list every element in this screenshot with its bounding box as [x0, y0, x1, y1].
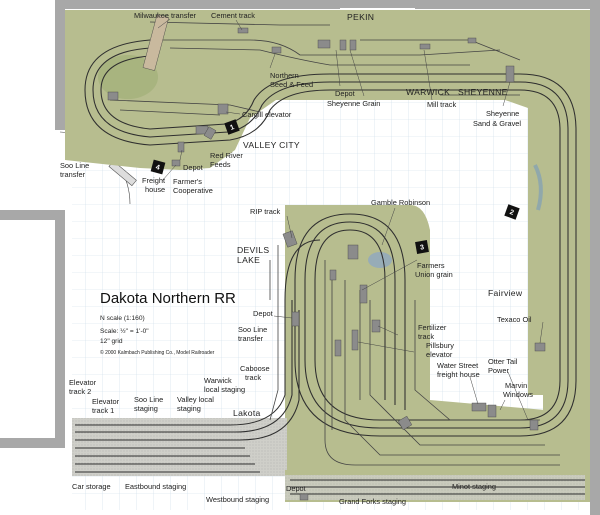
label-elevator2-2: track 2: [69, 387, 91, 396]
label-texaco: Texaco Oil: [497, 315, 532, 324]
town-devils-lake-2: LAKE: [237, 255, 260, 265]
label-sheyenne-grain: Sheyenne Grain: [327, 99, 380, 108]
label-farmers-coop-1: Farmer's: [173, 177, 202, 186]
grid-note: 12" grid: [100, 338, 123, 345]
buildings: [107, 14, 546, 501]
label-pillsbury-2: elevator: [426, 350, 453, 359]
label-farmers-union-1: Farmers: [417, 261, 445, 270]
label-farmers-coop-2: Cooperative: [173, 186, 213, 195]
label-fertilizer-1: Fertilizer: [418, 323, 447, 332]
label-warwick-local-2: local staging: [204, 385, 245, 394]
label-otter-tail-1: Otter Tail: [488, 357, 518, 366]
copyright: © 2000 Kalmbach Publishing Co., Model Ra…: [100, 349, 215, 356]
label-cargill: Cargill elevator: [242, 110, 292, 119]
label-elevator1-2: track 1: [92, 406, 114, 415]
label-cement-track: Cement track: [211, 11, 255, 20]
label-depot-warwick: Depot: [335, 89, 355, 98]
town-pekin: PEKIN: [347, 12, 374, 22]
label-mill-track: Mill track: [427, 100, 456, 109]
label-marvin-1: Marvin: [505, 381, 527, 390]
label-westbound: Westbound staging: [206, 495, 269, 504]
label-soo-transfer-top-2: transfer: [60, 170, 86, 179]
label-car-storage: Car storage: [72, 482, 111, 491]
label-elevator1-1: Elevator: [92, 397, 120, 406]
label-eastbound: Eastbound staging: [125, 482, 186, 491]
label-depot-devils: Depot: [253, 309, 273, 318]
scale-note: N scale (1:160): [100, 315, 145, 322]
label-farmers-union-2: Union grain: [415, 270, 453, 279]
town-valley-city: VALLEY CITY: [243, 140, 300, 150]
layout-title: Dakota Northern RR: [100, 290, 236, 307]
town-labels: PEKIN WARWICK SHEYENNE VALLEY CITY DEVIL…: [233, 12, 523, 418]
label-elevator2-1: Elevator: [69, 378, 97, 387]
svg-text:3: 3: [420, 244, 425, 252]
marker-1: 1: [224, 119, 240, 135]
leader-lines: [157, 18, 544, 421]
marker-2: 2: [504, 204, 520, 220]
label-soo-transfer-top-1: Soo Line: [60, 161, 89, 170]
label-northern-seed-2: Seed & Feed: [270, 80, 313, 89]
town-warwick: WARWICK: [406, 87, 450, 97]
label-soo-staging-2: staging: [134, 404, 158, 413]
label-minot: Minot staging: [452, 482, 496, 491]
town-fairview: Fairview: [488, 288, 523, 298]
main-line-tracks: [84, 21, 577, 437]
label-sheyenne-sand-2: Sand & Gravel: [473, 119, 521, 128]
feature-labels: Milwaukee transfer Cement track Northern…: [60, 11, 533, 506]
scale-ratio: Scale: ½" = 1'-0": [100, 327, 149, 335]
label-grand-forks: Grand Forks staging: [339, 497, 406, 506]
label-milwaukee-transfer: Milwaukee transfer: [134, 11, 197, 20]
label-freight-house-2: house: [145, 185, 165, 194]
town-sheyenne: SHEYENNE: [458, 87, 508, 97]
label-depot-valley: Depot: [183, 163, 203, 172]
label-red-river-2: Feeds: [210, 160, 231, 169]
label-northern-seed-1: Northern: [270, 71, 299, 80]
label-marvin-2: Windows: [503, 390, 533, 399]
svg-text:4: 4: [155, 164, 161, 172]
marker-3: 3: [415, 240, 429, 254]
town-devils-lake-1: DEVILS: [237, 245, 269, 255]
label-sheyenne-sand-1: Sheyenne: [486, 109, 519, 118]
marker-4: 4: [150, 159, 166, 175]
label-pillsbury-1: Pillsbury: [426, 341, 454, 350]
title-block: Dakota Northern RR N scale (1:160) Scale…: [100, 290, 236, 356]
label-water-street-1: Water Street: [437, 361, 478, 370]
label-otter-tail-2: Power: [488, 366, 509, 375]
label-soo-transfer-mid-2: transfer: [238, 334, 264, 343]
label-water-street-2: freight house: [437, 370, 480, 379]
label-warwick-local-1: Warwick: [204, 376, 232, 385]
label-freight-house-1: Freight: [142, 176, 165, 185]
town-lakota: Lakota: [233, 408, 261, 418]
svg-text:2: 2: [509, 209, 515, 217]
svg-text:1: 1: [229, 124, 235, 132]
label-red-river-1: Red River: [210, 151, 243, 160]
label-gamble-robinson: Gamble Robinson: [371, 198, 430, 207]
label-caboose-1: Caboose: [240, 364, 270, 373]
label-soo-transfer-mid-1: Soo Line: [238, 325, 267, 334]
view-markers: 1 2 3 4: [150, 119, 520, 254]
label-caboose-2: track: [245, 373, 261, 382]
label-fertilizer-2: track: [418, 332, 434, 341]
label-valley-local-2: staging: [177, 404, 201, 413]
staging-tracks: [75, 239, 585, 495]
label-rip-track: RIP track: [250, 207, 281, 216]
label-soo-staging-1: Soo Line: [134, 395, 163, 404]
label-valley-local-1: Valley local: [177, 395, 214, 404]
label-depot-lakota: Depot: [286, 484, 306, 493]
